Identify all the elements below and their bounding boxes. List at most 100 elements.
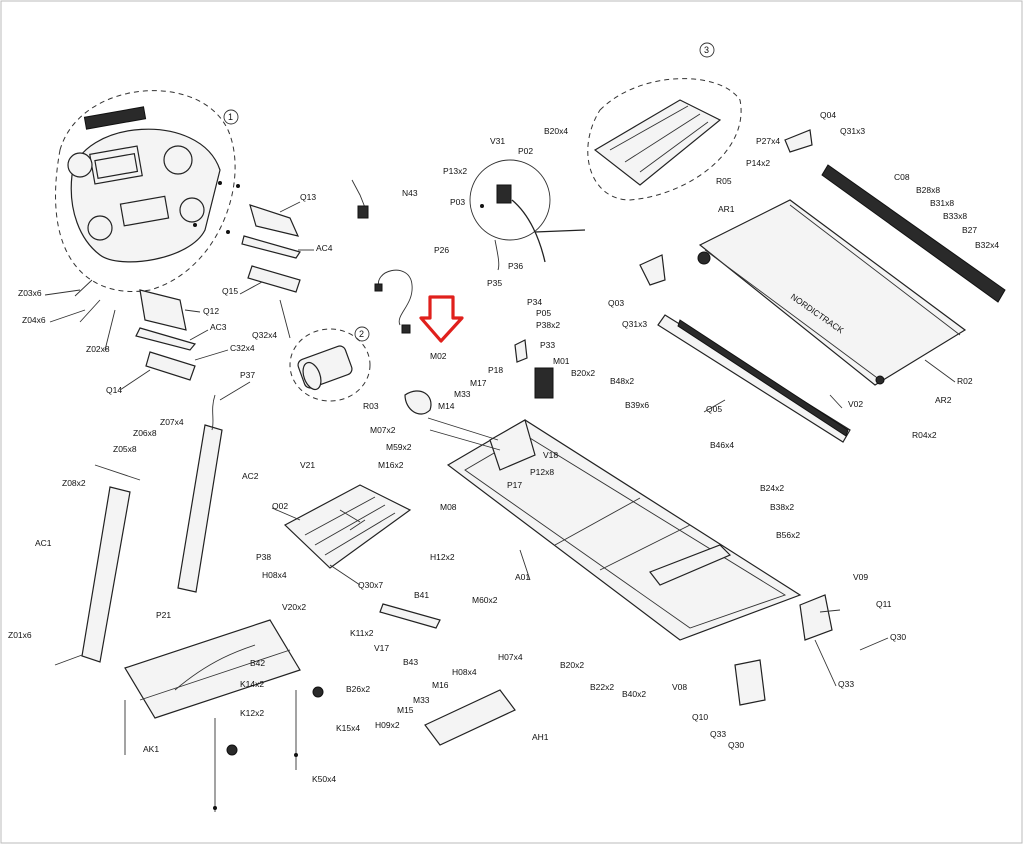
label-M07x2: M07x2: [370, 425, 396, 435]
label-Q10: Q10: [692, 712, 708, 722]
label-B28x8: B28x8: [916, 185, 940, 195]
label-M08: M08: [440, 502, 457, 512]
label-M33: M33: [454, 389, 471, 399]
incline-parts: [379, 390, 516, 746]
label-B40x2: B40x2: [622, 689, 646, 699]
side-rails: [657, 164, 1006, 443]
label-AC2: AC2: [242, 471, 259, 481]
label-AC3: AC3: [210, 322, 227, 332]
label-Z08x2: Z08x2: [62, 478, 86, 488]
label-C32x4: C32x4: [230, 343, 255, 353]
label-P27x4: P27x4: [756, 136, 780, 146]
label-R02: R02: [957, 376, 973, 386]
label-R04x2: R04x2: [912, 430, 937, 440]
label-B22x2: B22x2: [590, 682, 614, 692]
label-H07x4: H07x4: [498, 652, 523, 662]
controller-group: [469, 159, 586, 271]
label-M14: M14: [438, 401, 455, 411]
label-AH1: AH1: [532, 732, 549, 742]
leader-lines: [44, 201, 956, 687]
label-P05: P05: [536, 308, 551, 318]
foot-caps: [734, 594, 833, 706]
label-Q30: Q30: [890, 632, 906, 642]
label-P02: P02: [518, 146, 533, 156]
label-H08x4: H08x4: [262, 570, 287, 580]
label-Q33: Q33: [838, 679, 854, 689]
label-P37: P37: [240, 370, 255, 380]
label-B32x4: B32x4: [975, 240, 999, 250]
label-H12x2: H12x2: [430, 552, 455, 562]
label-AR1: AR1: [718, 204, 735, 214]
label-Q13: Q13: [300, 192, 316, 202]
label-M01: M01: [553, 356, 570, 366]
console-assembly: 1: [55, 90, 240, 292]
label-B42: B42: [250, 658, 265, 668]
label-M17: M17: [470, 378, 487, 388]
label-M02: M02: [430, 351, 447, 361]
label-Z05x8: Z05x8: [113, 444, 137, 454]
callout-1: 1: [228, 112, 233, 122]
label-K50x4: K50x4: [312, 774, 336, 784]
label-P12x8: P12x8: [530, 467, 554, 477]
callout-2: 2: [359, 329, 364, 339]
label-B33x8: B33x8: [943, 211, 967, 221]
label-P33: P33: [540, 340, 555, 350]
label-R05: R05: [716, 176, 732, 186]
label-B48x2: B48x2: [610, 376, 634, 386]
label-N43: N43: [402, 188, 418, 198]
label-V31: V31: [490, 136, 505, 146]
label-B24x2: B24x2: [760, 483, 784, 493]
label-V08: V08: [672, 682, 687, 692]
label-C08: C08: [894, 172, 910, 182]
end-caps: [639, 129, 813, 286]
highlight-arrow: [419, 295, 464, 343]
label-P18: P18: [488, 365, 503, 375]
motor-hood: 3: [587, 42, 742, 201]
wiring-parts: [351, 179, 413, 334]
label-P38: P38: [256, 552, 271, 562]
uprights: [54, 394, 223, 666]
label-A01: A01: [515, 572, 530, 582]
label-P21: P21: [156, 610, 171, 620]
label-Q31x3: Q31x3: [840, 126, 865, 136]
label-H09x2: H09x2: [375, 720, 400, 730]
label-H08x4b: H08x4: [452, 667, 477, 677]
label-B27: B27: [962, 225, 977, 235]
label-Q30b: Q30: [728, 740, 744, 750]
label-Z03x6: Z03x6: [18, 288, 42, 298]
label-M15: M15: [397, 705, 414, 715]
label-B56x2: B56x2: [776, 530, 800, 540]
label-Z04x6: Z04x6: [22, 315, 46, 325]
part-labels: Z03x6 Z04x6 Z02x8 Q13 AC4 Q15 Q32x4 Q12 …: [8, 110, 999, 784]
label-K11x2: K11x2: [350, 628, 374, 638]
console-side-parts: [74, 204, 301, 381]
label-B20x2: B20x2: [571, 368, 595, 378]
label-Q33b: Q33: [710, 729, 726, 739]
label-Z01x6: Z01x6: [8, 630, 32, 640]
label-Z02x8: Z02x8: [86, 344, 110, 354]
motor-cover: [283, 484, 412, 569]
label-P35: P35: [487, 278, 502, 288]
label-AK1: AK1: [143, 744, 159, 754]
label-P03: P03: [450, 197, 465, 207]
label-AR2: AR2: [935, 395, 952, 405]
label-R03: R03: [363, 401, 379, 411]
label-V20x2: V20x2: [282, 602, 306, 612]
label-B20x4: B20x4: [544, 126, 568, 136]
label-P34: P34: [527, 297, 542, 307]
base-frame: [124, 619, 324, 812]
label-V18: V18: [543, 450, 558, 460]
label-K15x4: K15x4: [336, 723, 360, 733]
label-Q32x4: Q32x4: [252, 330, 277, 340]
label-Z07x4: Z07x4: [160, 417, 184, 427]
label-M16x2: M16x2: [378, 460, 404, 470]
label-K12x2: K12x2: [240, 708, 264, 718]
label-P36: P36: [508, 261, 523, 271]
label-Q03: Q03: [608, 298, 624, 308]
label-M59x2: M59x2: [386, 442, 412, 452]
callout-3: 3: [704, 45, 709, 55]
running-deck: NORDICTRACK: [697, 199, 967, 386]
label-Q12: Q12: [203, 306, 219, 316]
label-AC4: AC4: [316, 243, 333, 253]
